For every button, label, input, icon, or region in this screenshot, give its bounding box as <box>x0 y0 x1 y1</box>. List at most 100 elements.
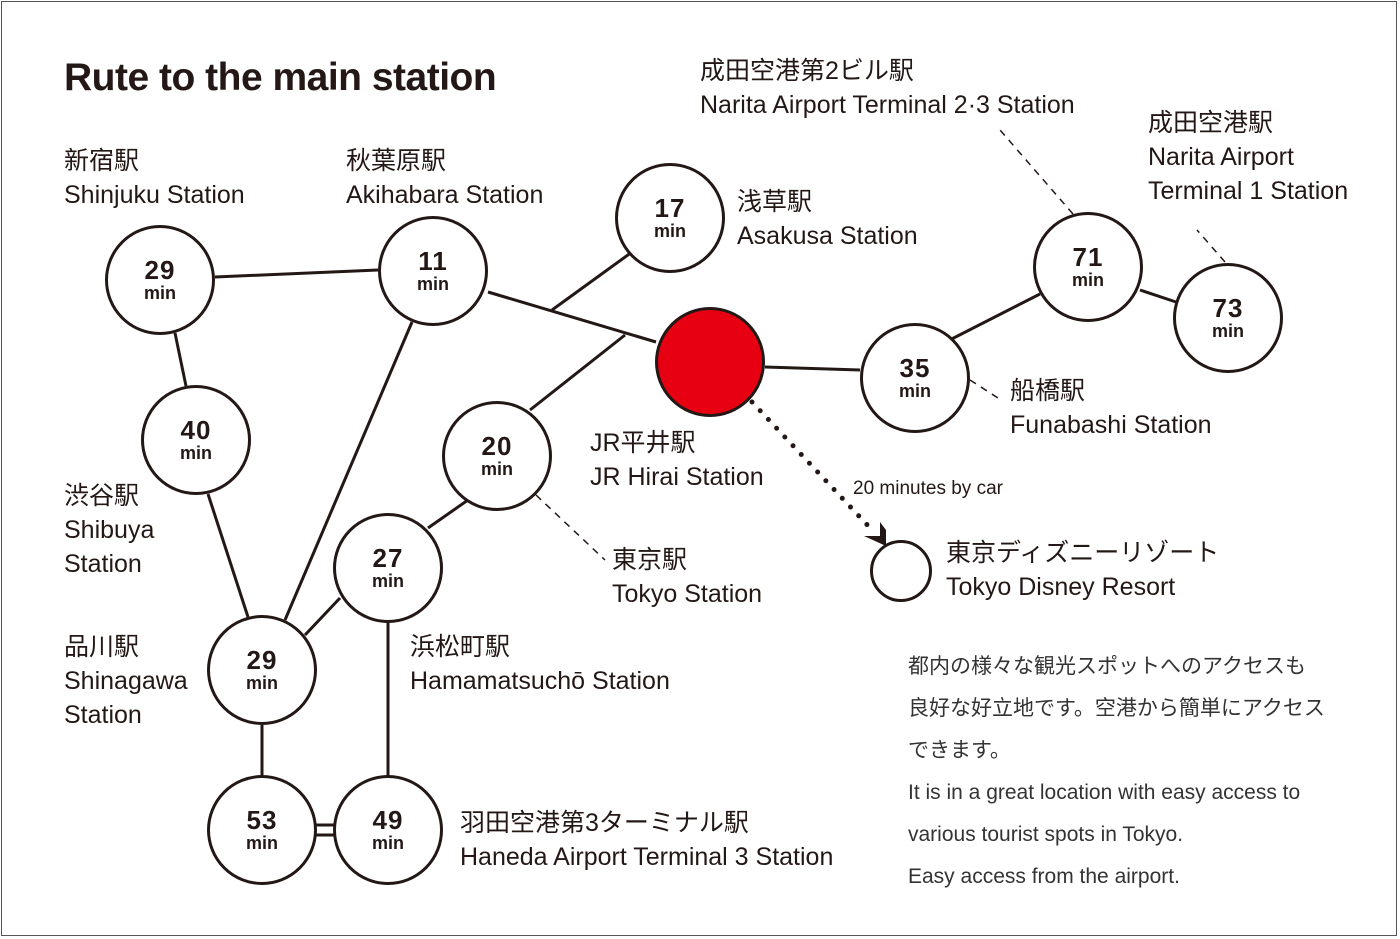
unit: min <box>416 274 449 294</box>
label-en: Station <box>64 701 142 729</box>
label-ja: 船橋駅 <box>1010 377 1086 405</box>
unit: min <box>245 833 278 853</box>
description-line: できます。 <box>908 739 1011 762</box>
minutes: 11 <box>418 246 448 276</box>
label-funabashi: 船橋駅 Funabashi Station <box>1010 374 1212 442</box>
minutes: 71 <box>1072 242 1104 272</box>
label-ja: 渋谷駅 <box>64 482 140 510</box>
description-line: 都内の様々な観光スポットへのアクセスも <box>908 655 1306 678</box>
description-line: 良好な好立地です。空港から簡単にアクセス <box>908 697 1325 720</box>
label-en: Shinagawa <box>64 667 188 695</box>
label-en: Narita Airport Terminal 2·3 Station <box>700 91 1075 119</box>
label-narita2: 成田空港第2ビル駅 Narita Airport Terminal 2·3 Sta… <box>700 54 1075 122</box>
label-ja: 浜松町駅 <box>410 633 511 661</box>
minutes: 27 <box>372 543 404 573</box>
label-shinjuku: 新宿駅 Shinjuku Station <box>64 144 245 212</box>
unit: min <box>1071 270 1104 290</box>
minutes: 29 <box>246 645 278 675</box>
line-tokyo-hirai <box>529 333 626 412</box>
label-ja: 新宿駅 <box>64 147 140 175</box>
label-tokyo: 東京駅 Tokyo Station <box>612 543 762 611</box>
label-hamamatsucho: 浜松町駅 Hamamatsuchō Station <box>410 630 670 698</box>
label-hirai: JR平井駅 JR Hirai Station <box>590 426 764 494</box>
minutes: 53 <box>246 805 278 835</box>
description-line: It is in a great location with easy acce… <box>908 781 1301 804</box>
node-hirai-main <box>655 307 765 417</box>
line-shinjuku-akihabara <box>214 268 379 279</box>
leader-tokyo <box>535 494 606 561</box>
label-ja: 品川駅 <box>64 633 140 661</box>
label-en: Akihabara Station <box>346 181 544 209</box>
label-en: Funabashi Station <box>1010 411 1212 439</box>
unit: min <box>371 571 404 591</box>
label-en: Shibuya <box>64 516 155 544</box>
line-shinjuku-shibuya <box>173 332 188 387</box>
line-narita2-narita1 <box>1139 288 1177 304</box>
label-ja: 成田空港第2ビル駅 <box>700 57 914 85</box>
description: 都内の様々な観光スポットへのアクセスも 良好な好立地です。空港から簡単にアクセス… <box>908 646 1325 898</box>
description-line: Easy access from the airport. <box>908 865 1180 888</box>
car-note: 20 minutes by car <box>853 478 1003 499</box>
unit: min <box>653 221 686 241</box>
label-akihabara: 秋葉原駅 Akihabara Station <box>346 144 543 212</box>
label-ja: 秋葉原駅 <box>346 147 447 175</box>
minutes: 17 <box>654 193 686 223</box>
page-title: Rute to the main station <box>64 56 497 99</box>
leader-narita1 <box>1196 229 1226 263</box>
unit: min <box>480 459 513 479</box>
label-en: Terminal 1 Station <box>1148 177 1349 205</box>
label-ja: 羽田空港第3ターミナル駅 <box>460 809 749 837</box>
line-asakusa-hirai <box>551 250 633 312</box>
minutes: 35 <box>899 353 931 383</box>
label-en: Haneda Airport Terminal 3 Station <box>460 843 834 871</box>
line-hamamatsucho-shinagawa <box>303 596 342 637</box>
label-en: JR Hirai Station <box>590 463 764 491</box>
label-ja: JR平井駅 <box>590 429 696 457</box>
label-en: Shinjuku Station <box>64 181 245 209</box>
car-route-dotted <box>749 399 875 533</box>
label-en: Tokyo Station <box>612 580 763 608</box>
label-asakusa: 浅草駅 Asakusa Station <box>737 185 918 253</box>
label-haneda: 羽田空港第3ターミナル駅 Haneda Airport Terminal 3 St… <box>460 806 833 874</box>
minutes: 73 <box>1212 293 1244 323</box>
line-shibuya-shinagawa <box>206 493 250 618</box>
line-akihabara-shinagawa <box>283 321 414 621</box>
unit: min <box>179 443 212 463</box>
label-en: Asakusa Station <box>737 222 918 250</box>
unit: min <box>898 381 931 401</box>
minutes: 40 <box>180 415 212 445</box>
line-akihabara-hirai <box>487 290 657 344</box>
minutes: 49 <box>372 805 404 835</box>
label-en: Station <box>64 550 142 578</box>
unit: min <box>1211 321 1244 341</box>
node-disney <box>870 540 932 602</box>
label-ja: 東京駅 <box>612 546 688 574</box>
minutes: 20 <box>481 431 513 461</box>
description-line: various tourist spots in Tokyo. <box>908 823 1184 846</box>
label-en: Hamamatsuchō Station <box>410 667 670 695</box>
unit: min <box>143 283 176 303</box>
unit: min <box>371 833 404 853</box>
line-hirai-funabashi <box>764 365 861 372</box>
minutes: 29 <box>144 255 176 285</box>
label-ja: 浅草駅 <box>737 188 813 216</box>
